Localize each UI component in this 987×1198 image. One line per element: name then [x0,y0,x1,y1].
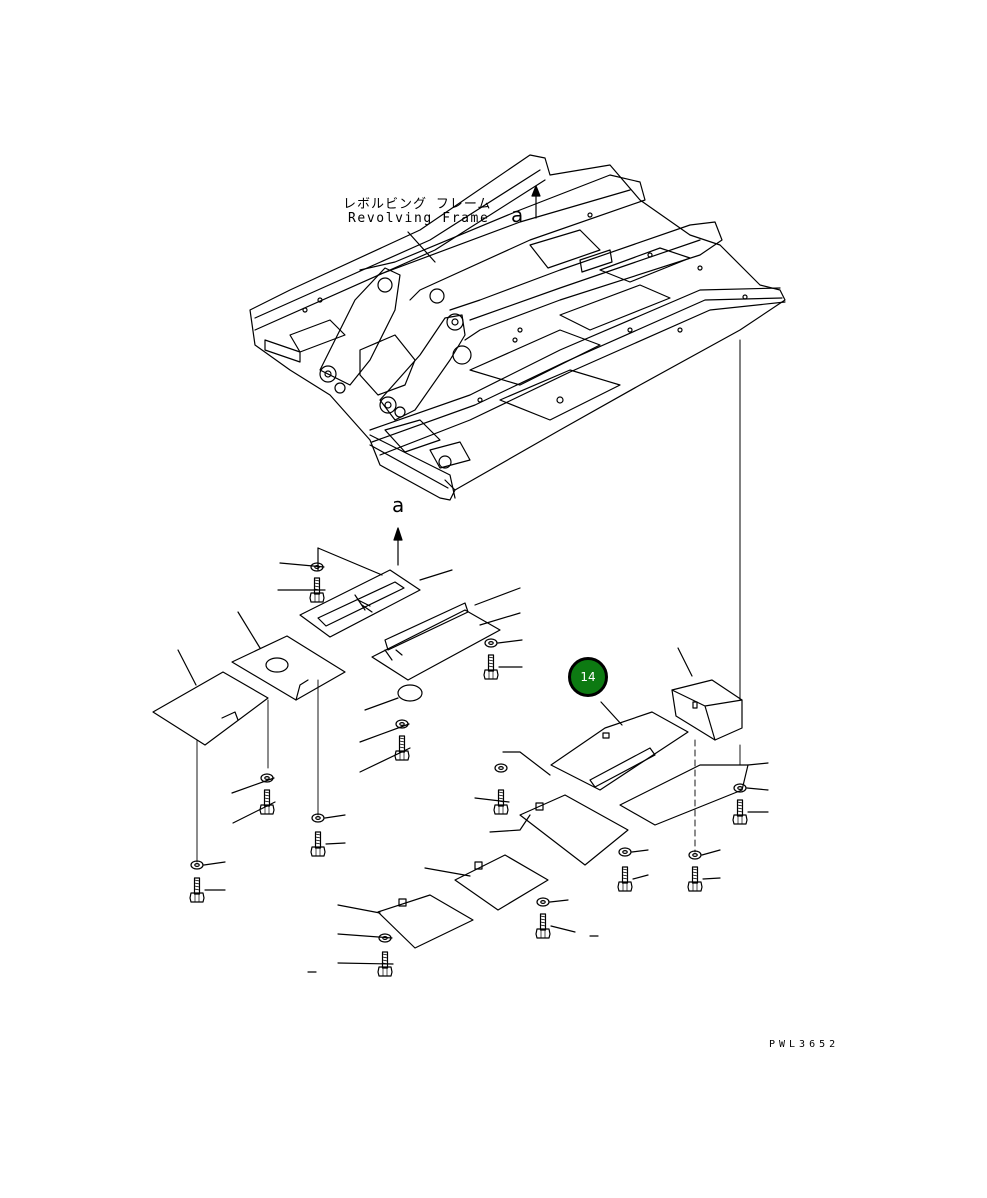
drawing-code: PWL3652 [769,1039,840,1050]
washer-icon [536,897,569,907]
fastener-set [189,562,769,977]
arrow-a-mid [393,527,403,566]
tool-box [671,647,743,853]
washer-icon [359,719,410,743]
washer-icon [618,847,649,857]
cover-plate-left-2 [231,611,346,816]
hinged-plate [364,587,521,711]
grille-plate [299,547,453,638]
cover-plate-lower-2 [424,854,549,911]
washer-icon [733,783,769,793]
bolt-icon [277,577,326,603]
bolt-icon [687,866,721,892]
arrow-label-a-top: a [511,203,524,227]
washer-icon [231,773,275,794]
bolt-icon [535,913,576,939]
bolt-icon [310,831,346,857]
arrow-label-a-mid: a [392,493,405,517]
bolt-icon [732,799,769,825]
washer-icon [337,933,393,943]
revolving-frame-label-en: Revolving Frame [348,211,490,226]
revolving-frame-label-jp: レボルビング フレーム [343,197,492,212]
washer-icon [311,813,346,823]
bolt-icon [337,951,394,977]
part-callout-14[interactable]: 14 [568,657,608,697]
washer-icon [494,763,508,773]
bolt-icon [617,866,649,892]
bolt-icon [232,789,276,824]
bolt-icon [189,877,226,903]
cover-plate-center [502,701,689,791]
washer-icon [190,860,226,870]
bolt-icon [474,789,510,815]
washer-icon [688,849,721,860]
cover-plate-lower-3 [337,894,474,949]
cover-plate-left [152,649,269,863]
cover-plate-right [619,744,769,826]
washer-icon [279,562,325,572]
washer-icon [484,638,523,648]
bolt-icon [359,735,411,773]
revolving-frame [249,154,786,501]
cover-plate-lower-1 [489,794,629,866]
bolt-icon [483,654,523,680]
